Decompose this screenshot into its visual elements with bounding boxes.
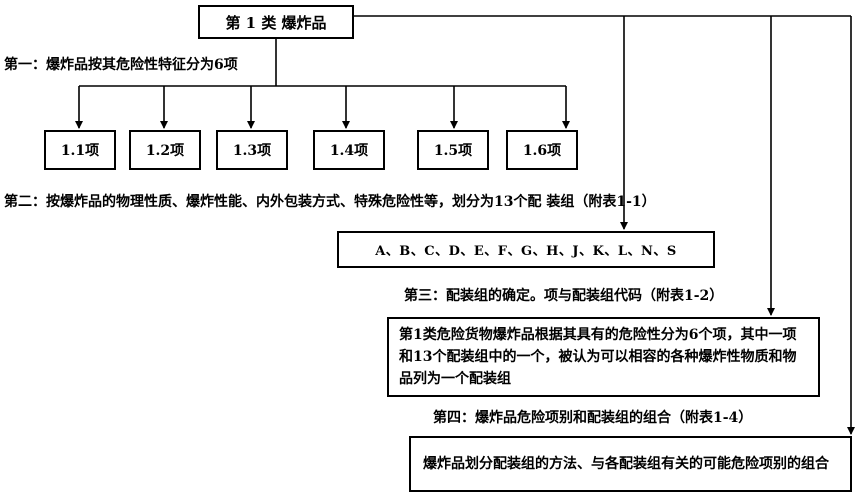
step-two-text: 第二：按爆炸品的物理性质、爆炸性能、内外包装方式、特殊危险性等，划分为13个配 … — [4, 194, 656, 210]
classification-rule-text: 第1类危险货物爆炸品根据其具有的危险性分为6个项，其中一项和13个配装组中的一个… — [399, 327, 797, 387]
step-three-text: 第三：配装组的确定。项与配装组代码（附表1-2） — [404, 288, 724, 304]
division-1-6-box: 1.6项 — [506, 130, 578, 170]
step-four-text: 第四：爆炸品危险项别和配装组的组合（附表1-4） — [433, 410, 753, 426]
division-1-5-box: 1.5项 — [417, 130, 489, 170]
classification-rule-box: 第1类危险货物爆炸品根据其具有的危险性分为6个项，其中一项和13个配装组中的一个… — [387, 317, 820, 397]
combination-box: 爆炸品划分配装组的方法、与各配装组有关的可能危险项别的组合 — [409, 436, 852, 492]
root-category-box: 第 1 类 爆炸品 — [198, 5, 354, 39]
compatibility-groups-box: A、B、C、D、E、F、G、H、J、K、L、N、S — [337, 231, 715, 268]
combination-text: 爆炸品划分配装组的方法、与各配装组有关的可能危险项别的组合 — [423, 456, 829, 472]
division-label: 1.1项 — [60, 143, 100, 159]
root-category-label: 第 1 类 爆炸品 — [225, 13, 327, 32]
compatibility-groups-label: A、B、C、D、E、F、G、H、J、K、L、N、S — [375, 244, 677, 259]
division-label: 1.5项 — [433, 143, 473, 159]
division-label: 1.3项 — [232, 143, 272, 159]
division-1-3-box: 1.3项 — [216, 130, 288, 170]
division-1-4-box: 1.4项 — [313, 130, 385, 170]
division-1-1-box: 1.1项 — [44, 130, 116, 170]
division-label: 1.4项 — [329, 143, 369, 159]
step-one-text: 第一：爆炸品按其危险性特征分为6项 — [4, 57, 238, 73]
division-label: 1.6项 — [522, 143, 562, 159]
division-label: 1.2项 — [145, 143, 185, 159]
division-1-2-box: 1.2项 — [129, 130, 201, 170]
